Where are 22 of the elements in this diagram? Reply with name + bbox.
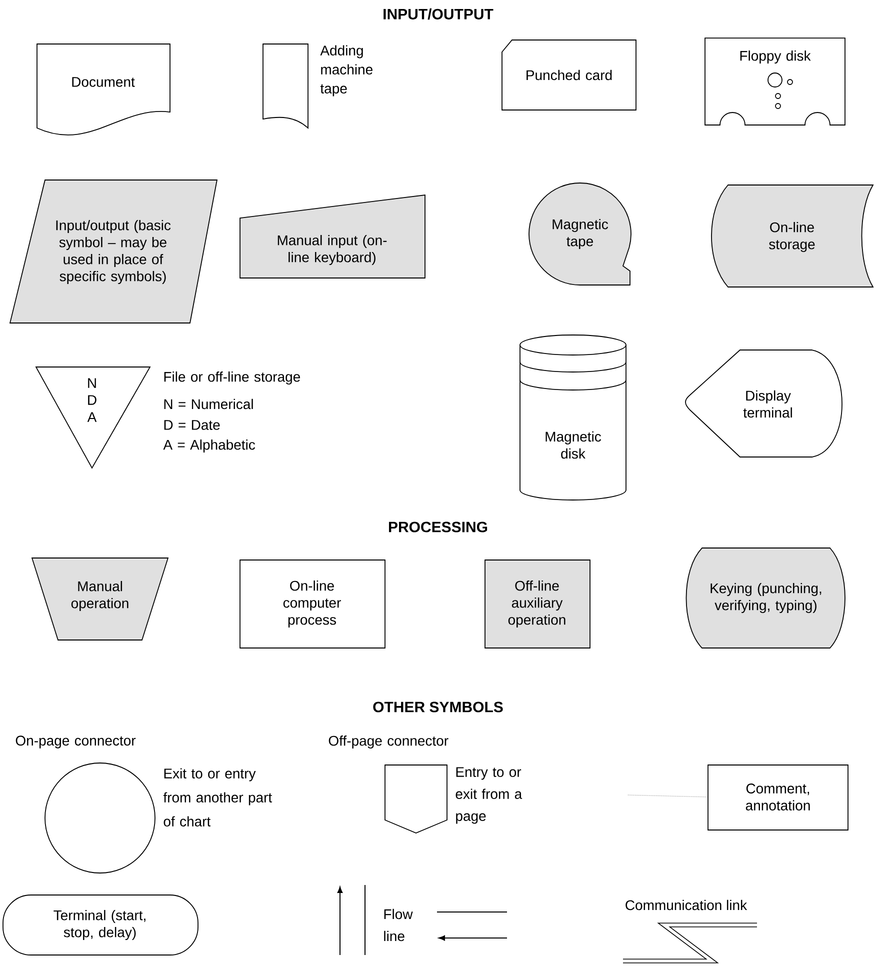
magnetic-disk-cylinder: Magnetic disk <box>520 334 626 500</box>
symbol-caption: Exit to or entry from another part of chart <box>163 768 272 826</box>
tape-symbol <box>262 44 308 128</box>
section-heading: OTHER SYMBOLS <box>373 702 503 712</box>
connector-circle <box>44 762 156 874</box>
section-heading: INPUT/OUTPUT <box>384 8 494 20</box>
symbol-caption: Entry to or exit from a page <box>456 767 522 824</box>
symbol-caption: Flow line <box>384 908 413 942</box>
symbol-caption: File or off-line storage <box>164 371 300 385</box>
symbol-caption: A = Alphabetic <box>163 439 256 453</box>
symbol-caption: Communication link <box>626 900 748 910</box>
off-page-connector <box>384 764 448 834</box>
process-box: Off-line auxiliary operation <box>484 560 590 648</box>
symbol-caption: N = Numerical <box>164 398 253 410</box>
leader-line <box>628 794 708 798</box>
symbol-caption: On-page connector <box>16 736 136 748</box>
symbol-caption: D = Date <box>164 420 220 430</box>
process-box: On-line computer process <box>240 560 386 648</box>
comment-box: Comment, annotation <box>708 764 848 830</box>
symbol-caption: Adding machine tape <box>320 45 372 96</box>
symbol-caption: Off-page connector <box>328 736 448 749</box>
section-heading: PROCESSING <box>389 522 488 532</box>
